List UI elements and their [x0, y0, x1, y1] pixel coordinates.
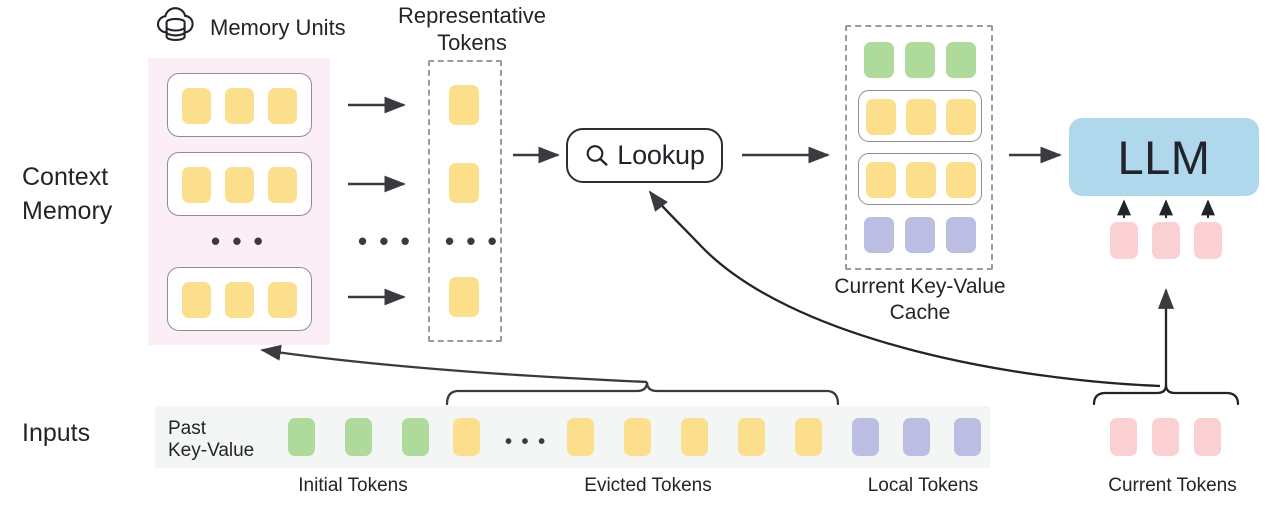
- kv-token: [864, 42, 894, 78]
- input-token-evicted-6: [795, 418, 822, 456]
- input-token-local-2: [903, 418, 930, 456]
- input-token-current-2: [1152, 418, 1179, 456]
- memory-unit-3[interactable]: [167, 267, 312, 331]
- kv-cache-row-yellow-1[interactable]: [858, 90, 982, 142]
- kv-token: [905, 217, 935, 253]
- memory-unit-token: [225, 167, 254, 203]
- local-tokens-label: Local Tokens: [867, 475, 979, 496]
- context-memory-label: Context Memory: [22, 163, 113, 225]
- memory-unit-token: [182, 167, 211, 203]
- kv-cache-row-green: [864, 42, 976, 78]
- llm-label: LLM: [1117, 130, 1211, 184]
- representative-token-2: [449, 163, 479, 203]
- kv-token: [905, 42, 935, 78]
- representative-tokens-label: Representative Tokens: [398, 3, 546, 55]
- input-token-local-1: [852, 418, 879, 456]
- kv-token: [906, 99, 936, 135]
- llm-box[interactable]: LLM: [1069, 118, 1259, 196]
- llm-input-token-1: [1110, 222, 1138, 259]
- past-key-value-label: Past Key-Value: [168, 418, 255, 461]
- kv-token: [946, 99, 976, 135]
- evicted-tokens-ellipsis: • • •: [505, 431, 548, 453]
- kv-token: [866, 99, 896, 135]
- arrow-evicted-to-context-memory: [260, 344, 648, 384]
- representative-tokens-ellipsis: • • •: [445, 226, 500, 256]
- memory-unit-token: [182, 88, 211, 124]
- kv-token: [864, 217, 894, 253]
- initial-tokens-label: Initial Tokens: [298, 475, 408, 496]
- input-token-local-3: [954, 418, 981, 456]
- memory-unit-token: [225, 88, 254, 124]
- kv-cache-row-purple: [864, 217, 976, 253]
- llm-input-token-2: [1152, 222, 1180, 259]
- memory-units-label: Memory Units: [210, 14, 346, 40]
- kv-cache-label: Current Key-Value Cache: [834, 275, 1006, 324]
- input-token-initial-3: [402, 418, 429, 456]
- memory-units-ellipsis: • • •: [211, 226, 266, 256]
- input-token-evicted-2: [567, 418, 594, 456]
- brace-current-tokens: [1092, 384, 1240, 406]
- memory-unit-token: [268, 282, 297, 318]
- memory-unit-token: [182, 282, 211, 318]
- input-token-current-3: [1194, 418, 1221, 456]
- kv-token: [866, 162, 896, 198]
- input-token-evicted-5: [738, 418, 765, 456]
- memory-unit-token: [268, 167, 297, 203]
- kv-token: [946, 217, 976, 253]
- current-tokens-label: Current Tokens: [1108, 475, 1237, 496]
- inputs-label: Inputs: [22, 419, 91, 447]
- input-token-evicted-4: [681, 418, 708, 456]
- magnifier-icon: [584, 143, 610, 169]
- input-token-initial-2: [345, 418, 372, 456]
- kv-cache-row-yellow-2[interactable]: [858, 153, 982, 205]
- mid-arrows-ellipsis: • • •: [358, 226, 413, 256]
- memory-unit-token: [225, 282, 254, 318]
- input-token-initial-1: [288, 418, 315, 456]
- representative-tokens-box: [428, 60, 502, 342]
- kv-token: [946, 42, 976, 78]
- lookup-label: Lookup: [617, 140, 705, 170]
- cloud-database-icon: [155, 4, 201, 50]
- input-token-evicted-3: [624, 418, 651, 456]
- memory-unit-1[interactable]: [167, 73, 312, 137]
- lookup-button[interactable]: Lookup: [566, 128, 723, 183]
- brace-evicted-tokens: [445, 381, 840, 406]
- input-token-evicted-1: [453, 418, 480, 456]
- llm-input-token-3: [1194, 222, 1222, 259]
- memory-unit-token: [268, 88, 297, 124]
- input-token-current-1: [1110, 418, 1137, 456]
- kv-token: [906, 162, 936, 198]
- representative-token-3: [449, 277, 479, 317]
- memory-units-heading: Memory Units: [155, 4, 346, 50]
- representative-token-1: [449, 85, 479, 125]
- evicted-tokens-label: Evicted Tokens: [584, 475, 712, 496]
- kv-token: [946, 162, 976, 198]
- memory-unit-2[interactable]: [167, 152, 312, 216]
